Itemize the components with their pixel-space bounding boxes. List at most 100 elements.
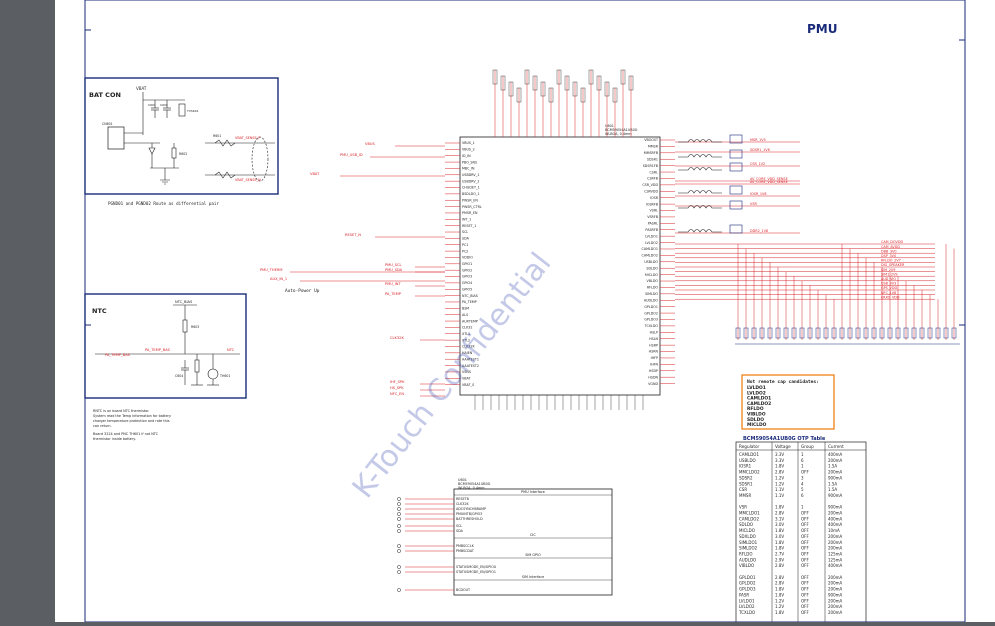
net-label: HS_SPK xyxy=(390,386,404,390)
left-net-labels: PMU_USB_IDVBATVBUSRESET_NPMU_SCLPMU_SDAP… xyxy=(260,142,445,397)
otp-cell: 2.8V xyxy=(775,470,784,475)
candidates-title: Not remote cap candidates: xyxy=(747,379,819,385)
otp-cell: 2.8V xyxy=(775,581,784,586)
pin-label: USBDRV_2 xyxy=(462,179,479,183)
otp-cell: 1.5A xyxy=(828,487,837,492)
pa-temp-net-mid: PA_TEMP_BAS xyxy=(145,348,171,352)
pin-label: CSRFB xyxy=(647,177,659,181)
pin-label: PBO_SNS xyxy=(462,160,477,164)
otp-cell: 1.2V xyxy=(775,481,784,486)
otp-cell: GPLDO3 xyxy=(739,587,756,592)
pin-label: VSRL xyxy=(650,209,659,213)
otp-cell: 200mA xyxy=(828,604,843,609)
otp-cell: 2.9V xyxy=(775,557,784,562)
pin-label: SDSR1 xyxy=(647,157,658,161)
net-label: CAM_DOVDD xyxy=(881,240,903,244)
otp-cell: 3 xyxy=(801,475,804,480)
otp-cell: GPLDO1 xyxy=(739,575,756,580)
pin-label: GPIO3 xyxy=(462,275,472,279)
net-label: CSR_1V2 xyxy=(750,162,765,166)
otp-cell: MICLDO xyxy=(739,528,755,533)
otp-cell: 1.2V xyxy=(775,604,784,609)
ntc-bias-label: NTC_BIAS xyxy=(175,300,193,304)
otp-cell: 3.0V xyxy=(775,522,784,527)
net-label: SIM_2V9 xyxy=(881,268,895,272)
otp-cell: 125mA xyxy=(828,551,843,556)
otp-cell: 200mA xyxy=(828,546,843,551)
output-cap xyxy=(729,134,743,144)
candidate-item: LVLDO2 xyxy=(747,390,766,396)
viewer-left-panel xyxy=(0,0,55,622)
net-label: SDSR1_1V8 xyxy=(750,148,770,152)
otp-cell: 200mA xyxy=(828,598,843,603)
inductor xyxy=(678,205,722,209)
pin-label: PWSR_CTRL xyxy=(462,205,482,209)
net-label: NFC_EN xyxy=(390,392,404,396)
pin-label: CLK32K xyxy=(462,345,475,349)
tvs601-label: TVS601 xyxy=(186,109,199,113)
otp-cell: SIMLDO1 xyxy=(739,540,758,545)
decoupling-cap xyxy=(508,81,514,97)
otp-table-title: BCM59054A1UB0G OTP Table xyxy=(743,436,826,442)
bulk-cap xyxy=(911,327,917,339)
decoupling-cap xyxy=(596,75,602,91)
net-label: GPS_VDD xyxy=(881,286,897,290)
otp-cell: VSR xyxy=(739,505,747,510)
net-label: DSP_3V0 xyxy=(881,254,896,258)
otp-cell: 2.8V xyxy=(775,575,784,580)
pmu-ic-package: WLBGA, 0.4mm xyxy=(605,132,632,136)
otp-cell: 400mA xyxy=(828,516,843,521)
bulk-cap xyxy=(815,327,821,339)
otp-cell: 3.1V xyxy=(775,516,784,521)
pin-label: GPLDO3 xyxy=(644,318,658,322)
otp-cell: 1.8V xyxy=(775,587,784,592)
otp-cell: OFF xyxy=(801,563,809,568)
output-cap xyxy=(729,224,743,234)
pin-label: LVLDO2 xyxy=(645,241,658,245)
pin-label: GPIO1 xyxy=(462,262,472,266)
pin-label: AUXTEMP xyxy=(462,319,478,323)
page-title: PMU xyxy=(807,22,837,36)
net-label: AV_CORE_VDD_SENSE xyxy=(750,177,788,181)
pin-label: CSRL xyxy=(649,170,658,174)
r601-label: R601 xyxy=(213,134,221,138)
otp-cell: 1.8V xyxy=(775,592,784,597)
otp-cell: 1 xyxy=(801,452,804,457)
otp-cell: 2.8V xyxy=(775,563,784,568)
otp-cell: 400mA xyxy=(828,522,843,527)
pin-label: SCL xyxy=(456,524,462,528)
pin-label: CLK32 xyxy=(462,326,473,330)
otp-cell: OFF xyxy=(801,534,809,539)
otp-cell: IOSR1 xyxy=(739,464,752,469)
pmu-right-pins: VBOOSTMMSRMMSRFBSDSR1SDSR1FBCSRLCSRFBCSR… xyxy=(642,138,675,386)
otp-cell: OFF xyxy=(801,528,809,533)
decoupling-cap xyxy=(492,69,498,85)
otp-cell: OFF xyxy=(801,575,809,580)
inductor xyxy=(678,139,722,143)
decoupling-cap xyxy=(604,81,610,97)
net-label: AV_CORE_VDD_SENSE xyxy=(750,180,788,184)
otp-cell: 200mA xyxy=(828,534,843,539)
otp-cell: 1 xyxy=(801,464,804,469)
otp-cell: 200mA xyxy=(828,575,843,580)
pin-label: PMBSCCLK xyxy=(456,544,475,548)
otp-cell: 3.3V xyxy=(775,458,784,463)
pin-label: IHFN xyxy=(650,363,658,367)
otp-cell: 3.0V xyxy=(775,534,784,539)
decoupling-cap xyxy=(556,69,562,85)
otp-cell: TCXLDO xyxy=(738,610,755,615)
pin-label: SDLDO xyxy=(646,266,658,270)
pin-label: SDA xyxy=(456,529,464,533)
test-point xyxy=(397,588,401,592)
pin-label: CHGDET_1 xyxy=(462,186,480,190)
otp-cell: 200mA xyxy=(828,511,843,516)
pin-label: RESETB xyxy=(456,497,470,501)
bulk-cap xyxy=(855,327,861,339)
decoupling-cap xyxy=(628,75,634,91)
otp-cell: OFF xyxy=(801,604,809,609)
pin-label: PWSR_EN xyxy=(462,198,478,202)
otp-cell: OFF xyxy=(801,557,809,562)
inductor xyxy=(678,167,722,171)
decoupling-cap xyxy=(612,87,618,103)
